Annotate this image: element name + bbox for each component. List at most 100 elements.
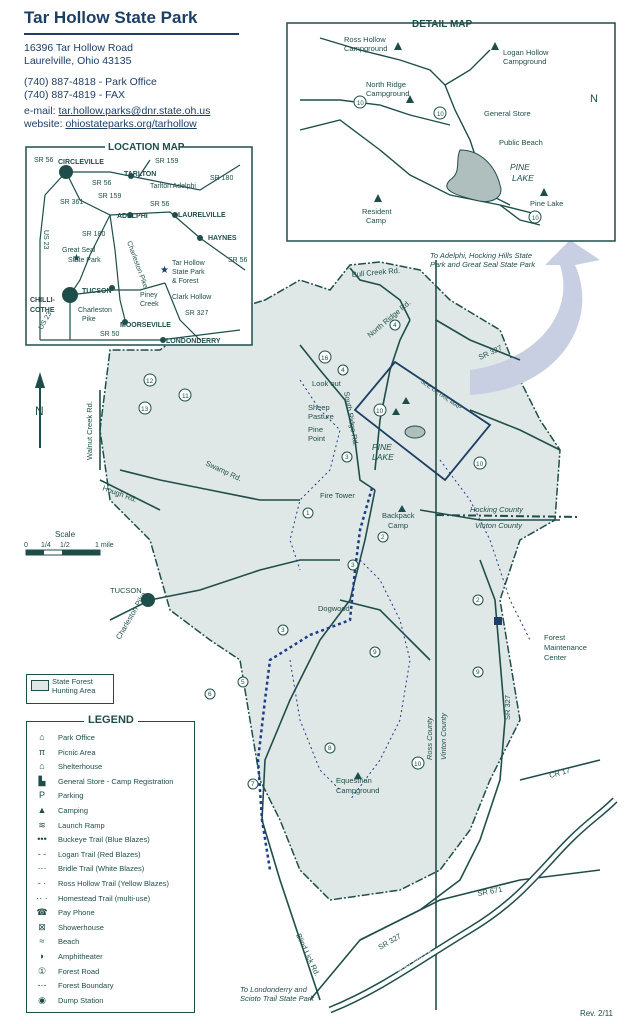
- legend-item-label: Pay Phone: [58, 908, 95, 918]
- label-salt-creek: SALT CREEK: [396, 947, 435, 973]
- legend-item: ·· ·Homestead Trail (multi-use): [34, 891, 150, 905]
- svg-text:5: 5: [241, 679, 245, 686]
- detail-arrow: [470, 240, 600, 395]
- logan-trail-icon: - -: [37, 848, 47, 859]
- website-link[interactable]: ohiostateparks.org/tarhollow: [65, 118, 197, 130]
- forest-road-icon: ①: [37, 965, 47, 976]
- forest-road-markers: 16 4 4 10 10 12 13 11 3 1 2 3 3 2 9 9 5 …: [138, 319, 487, 790]
- legend-item: ▙ General Store - Camp Registration: [34, 774, 174, 788]
- svg-text:LONDONDERRY: LONDONDERRY: [166, 338, 221, 345]
- label-hocking-county: Hocking County: [470, 505, 524, 514]
- label-to-adelphi: To Adelphi, Hocking Hills State: [430, 251, 532, 260]
- legend-item: -·- Forest Boundary: [34, 978, 114, 992]
- svg-text:Park and Great Seal State Park: Park and Great Seal State Park: [430, 260, 536, 269]
- svg-text:9: 9: [373, 649, 377, 656]
- svg-text:LAKE: LAKE: [512, 173, 534, 183]
- svg-text:2: 2: [476, 597, 480, 604]
- legend-item-label: Parking: [58, 791, 84, 801]
- roads: [99, 260, 601, 1010]
- legend-item-label: Ross Hollow Trail (Yellow Blazes): [58, 879, 170, 888]
- svg-text:Great Seal: Great Seal: [62, 247, 96, 254]
- general-store-icon: ▙: [38, 775, 46, 786]
- detail-north-label: N: [590, 93, 598, 105]
- svg-text:10: 10: [357, 101, 364, 107]
- svg-text:10: 10: [476, 461, 484, 468]
- svg-text:US 23: US 23: [42, 230, 49, 250]
- legend-item-label: Amphitheater: [58, 952, 103, 961]
- north-arrow-main: [35, 372, 45, 448]
- legend-item: ⊠Showerhouse: [34, 920, 104, 934]
- svg-text:Tarlton Adelphi: Tarlton Adelphi: [150, 183, 196, 190]
- svg-text:Campground: Campground: [336, 786, 379, 795]
- svg-text:Piney: Piney: [140, 292, 158, 299]
- revision-note: Rev. 2/11: [579, 1009, 613, 1018]
- svg-text:Resident: Resident: [362, 207, 393, 216]
- svg-text:SR 56: SR 56: [92, 180, 112, 187]
- legend-item-label: Buckeye Trail (Blue Blazes): [58, 835, 150, 845]
- svg-text:7: 7: [251, 781, 255, 788]
- svg-text:North Ridge: North Ridge: [366, 80, 406, 89]
- picnic-area-icon: π: [38, 746, 46, 757]
- detail-map-title: DETAIL MAP: [412, 19, 473, 30]
- label-lookout: Look out: [312, 379, 342, 388]
- svg-text:TARLTON: TARLTON: [124, 171, 156, 178]
- legend-item: ◉ Dump Station: [34, 993, 103, 1007]
- svg-text:Clark Hollow: Clark Hollow: [172, 294, 212, 301]
- hunting-area-key: [26, 674, 114, 704]
- park-office-icon: ⌂: [39, 732, 45, 742]
- legend-item-label: General Store - Camp Registration: [58, 776, 174, 786]
- svg-text:ADELPHI: ADELPHI: [117, 213, 148, 220]
- svg-text:Campground: Campground: [503, 57, 546, 66]
- trails: [289, 379, 531, 801]
- svg-text:8: 8: [328, 745, 332, 752]
- svg-text:Point: Point: [308, 434, 326, 443]
- label-blind-lick: Blind Lick Rd.: [294, 932, 322, 977]
- label-cr17: CR 17: [548, 766, 571, 780]
- svg-text:SR 159: SR 159: [98, 193, 121, 200]
- legend-item: ⌂Shelterhouse: [34, 759, 102, 773]
- legend-item: ◗Amphitheater: [34, 949, 103, 963]
- hunting-area-swatch: [31, 680, 49, 691]
- legend-item: ••• Buckeye Trail (Blue Blazes): [34, 832, 150, 846]
- svg-text:SR 56: SR 56: [228, 257, 248, 264]
- svg-text:CHILLI-: CHILLI-: [30, 297, 56, 304]
- svg-text:10: 10: [532, 216, 539, 222]
- scale-tick-mile: 1 mile: [95, 542, 114, 549]
- legend-item: ≈Beach: [34, 934, 80, 948]
- buckeye-trail-icon: •••: [37, 834, 47, 845]
- hunting-area-label: State Forest Hunting Area: [52, 677, 96, 695]
- tucson-dot: [141, 593, 155, 607]
- label-walnut-creek: Walnut Creek Rd.: [85, 401, 94, 460]
- dump-station-icon: ◉: [38, 994, 46, 1005]
- svg-text:3: 3: [351, 562, 355, 569]
- svg-text:LAURELVILLE: LAURELVILLE: [178, 212, 226, 219]
- svg-text:★: ★: [72, 253, 81, 264]
- label-vinton-county-b: Vinton County: [439, 712, 448, 760]
- phone-fax: (740) 887-4819 - FAX: [24, 89, 125, 101]
- label-to-londonderry: To Londonderry and: [240, 985, 308, 994]
- email-link[interactable]: tar.hollow.parks@dnr.state.oh.us: [58, 105, 211, 117]
- svg-text:16: 16: [321, 355, 329, 362]
- pine-lake-detail: [446, 149, 502, 203]
- legend-item: ▲Camping: [34, 803, 88, 817]
- svg-text:Center: Center: [544, 653, 567, 662]
- svg-text:Tar Hollow: Tar Hollow: [172, 260, 206, 267]
- svg-text:State Park: State Park: [172, 269, 205, 276]
- maintenance-center-marker: [494, 617, 502, 625]
- legend-item-label: Homestead Trail (multi-use): [58, 893, 151, 903]
- forest-boundary-icon: -·-: [37, 980, 47, 991]
- svg-text:COTHE: COTHE: [30, 307, 55, 314]
- scale-tick-0: 0: [24, 542, 28, 549]
- svg-text:LAKE: LAKE: [372, 452, 394, 462]
- beach-icon: ≈: [39, 936, 45, 947]
- svg-text:SR 50: SR 50: [100, 331, 120, 338]
- label-ross-county: Ross County: [425, 716, 434, 760]
- legend-item-label: Dump Station: [58, 995, 104, 1005]
- launch-ramp-icon: ≋: [38, 819, 46, 830]
- legend-item-label: Camping: [58, 806, 89, 815]
- legend-item-label: Forest Boundary: [58, 981, 114, 991]
- svg-text:Campground: Campground: [344, 44, 387, 53]
- location-map-title: LOCATION MAP: [108, 142, 185, 153]
